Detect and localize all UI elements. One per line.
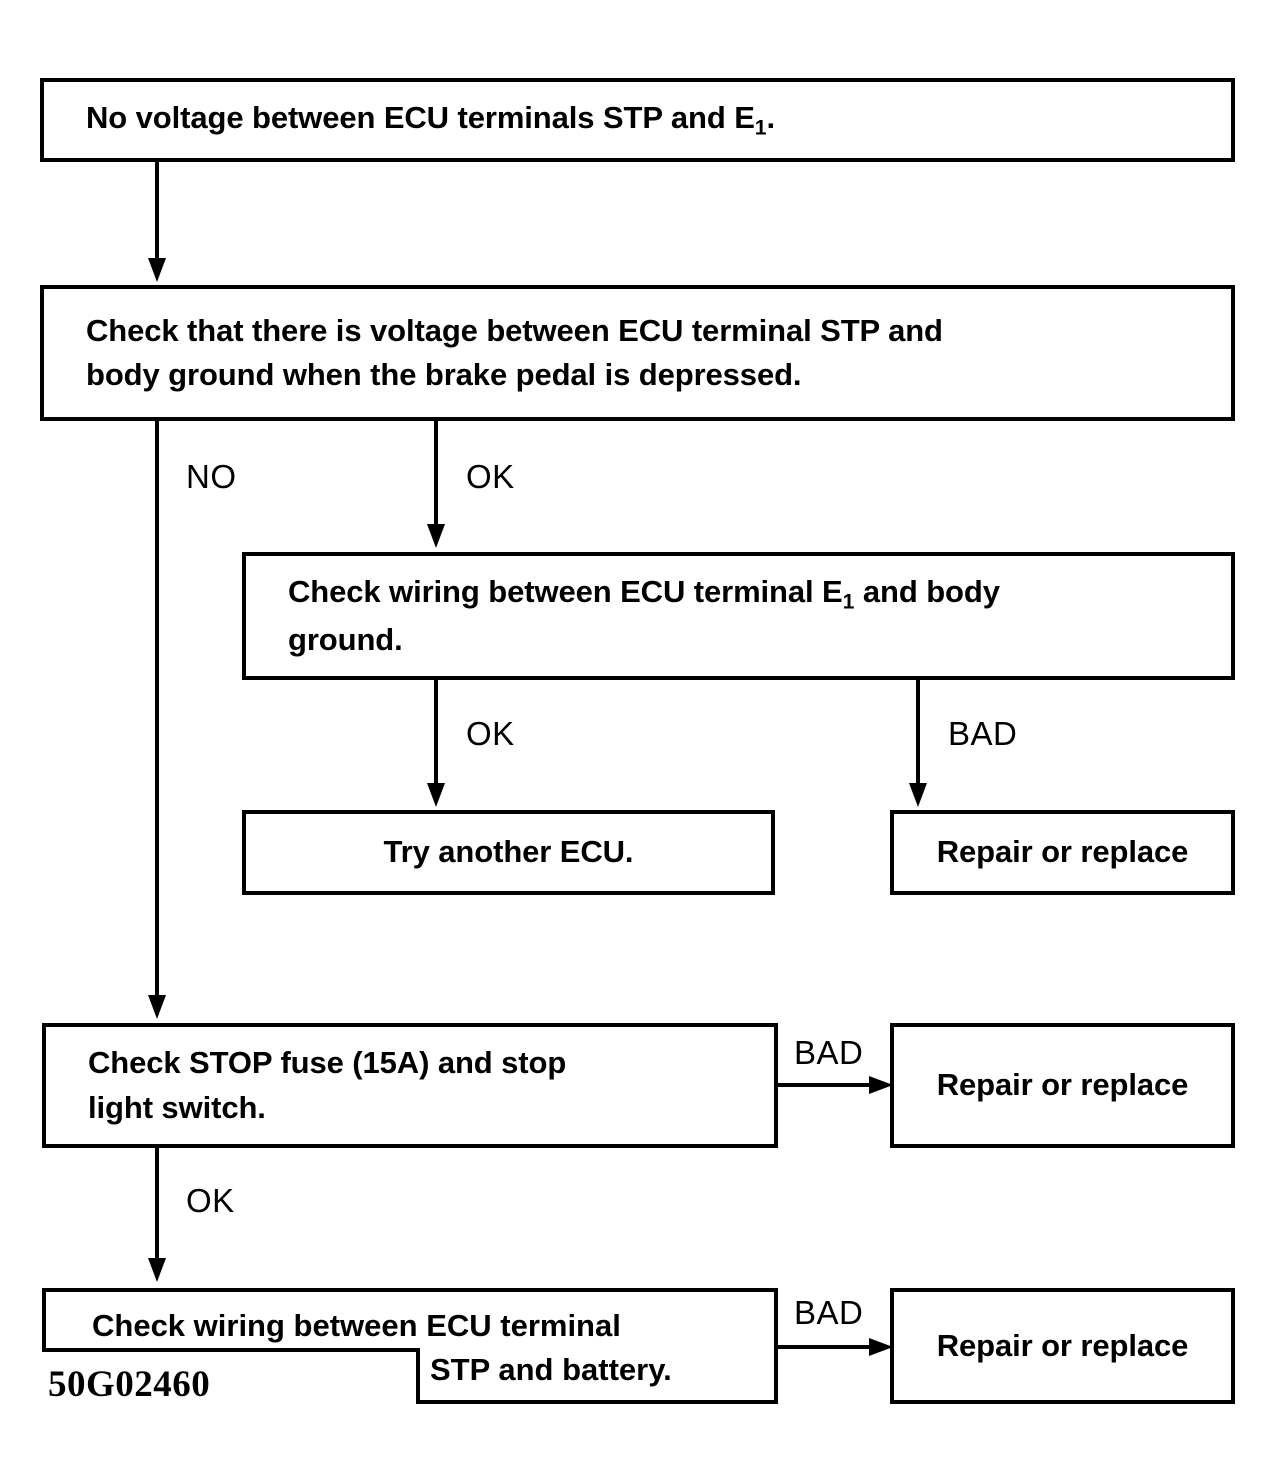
node-edge-right — [774, 1288, 778, 1404]
connector-bad-to-repair-1 — [916, 680, 920, 785]
arrowhead-no-branch — [148, 995, 166, 1019]
arrowhead-bad-to-repair-2 — [869, 1076, 893, 1094]
node-try-another-ecu: Try another ECU. — [242, 810, 775, 895]
node-edge-top — [42, 1288, 778, 1292]
node-check-wiring-e1-label: Check wiring between ECU terminal E1 and… — [288, 574, 1000, 657]
node-repair-or-replace-3-label: Repair or replace — [936, 1327, 1189, 1363]
edge-label-no: NO — [186, 458, 237, 495]
node-check-voltage: Check that there is voltage between ECU … — [40, 285, 1235, 421]
node-repair-or-replace-2-label: Repair or replace — [936, 1067, 1189, 1103]
connector-no-branch — [155, 421, 159, 996]
node-check-wiring-battery-line2: STP and battery. — [430, 1352, 672, 1387]
connector-bad-to-repair-3 — [778, 1345, 872, 1349]
node-check-stop-fuse-label: Check STOP fuse (15A) and stop light swi… — [88, 1045, 567, 1125]
connector-start-to-check-voltage — [155, 162, 159, 262]
node-check-wiring-battery: Check wiring between ECU terminal STP an… — [42, 1288, 778, 1404]
node-start-label: No voltage between ECU terminals STP and… — [86, 100, 776, 140]
arrowhead-ok-to-wiring-battery — [148, 1258, 166, 1282]
subscript-1: 1 — [754, 116, 767, 140]
node-edge-step — [416, 1348, 420, 1404]
node-try-another-ecu-label: Try another ECU. — [383, 834, 634, 870]
edge-label-bad-repair-1: BAD — [948, 715, 1018, 752]
node-repair-or-replace-2: Repair or replace — [890, 1023, 1235, 1148]
node-edge-left — [42, 1288, 46, 1352]
node-edge-bottom-right — [416, 1400, 778, 1404]
connector-ok-to-try-ecu — [434, 680, 438, 785]
connector-ok-to-wiring-battery — [155, 1148, 159, 1260]
node-start: No voltage between ECU terminals STP and… — [40, 78, 1235, 162]
arrowhead-start-to-check-voltage — [148, 258, 166, 282]
node-check-wiring-e1: Check wiring between ECU terminal E1 and… — [242, 552, 1235, 680]
connector-bad-to-repair-2 — [778, 1083, 872, 1087]
edge-label-bad-repair-2: BAD — [794, 1034, 864, 1071]
edge-label-ok-wiring-e1: OK — [466, 458, 515, 495]
edge-label-bad-repair-3: BAD — [794, 1294, 864, 1331]
arrowhead-ok-to-try-ecu — [427, 783, 445, 807]
connector-ok-to-wiring-e1 — [434, 421, 438, 526]
node-edge-bottom-left — [42, 1348, 420, 1352]
node-repair-or-replace-1-label: Repair or replace — [936, 834, 1189, 870]
node-check-wiring-battery-line1: Check wiring between ECU terminal — [92, 1308, 621, 1343]
edge-label-ok-try-ecu: OK — [466, 715, 515, 752]
arrowhead-bad-to-repair-3 — [869, 1338, 893, 1356]
node-body-fill — [42, 1288, 778, 1352]
edge-label-ok-wiring-battery: OK — [186, 1182, 235, 1219]
arrowhead-ok-to-wiring-e1 — [427, 524, 445, 548]
node-repair-or-replace-3: Repair or replace — [890, 1288, 1235, 1404]
figure-id: 50G02460 — [48, 1364, 211, 1405]
node-body-fill-lower — [416, 1348, 778, 1404]
node-repair-or-replace-1: Repair or replace — [890, 810, 1235, 895]
node-check-stop-fuse: Check STOP fuse (15A) and stop light swi… — [42, 1023, 778, 1148]
arrowhead-bad-to-repair-1 — [909, 783, 927, 807]
node-check-voltage-label: Check that there is voltage between ECU … — [86, 312, 943, 392]
subscript-1: 1 — [842, 590, 855, 614]
